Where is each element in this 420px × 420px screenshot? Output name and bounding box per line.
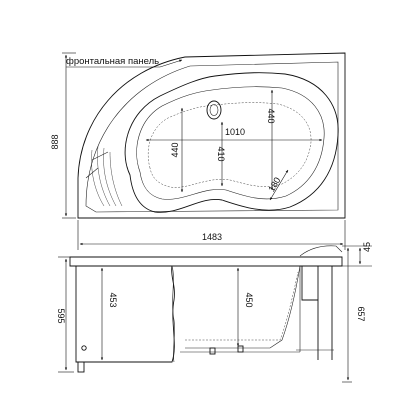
dim-label-440-right: 440 [266, 108, 276, 123]
dim-label-657: 657 [356, 306, 366, 321]
dim-label-1010: 1010 [225, 127, 245, 137]
basin-profile [172, 265, 301, 349]
front-panel-outline [75, 265, 175, 363]
basin-floor [147, 102, 312, 188]
dim-label-1483: 1483 [202, 232, 222, 242]
basin-outer-contour [124, 72, 339, 213]
side-texture [91, 145, 123, 207]
dim-label-180: 180 [266, 175, 282, 193]
top-view-rim [85, 61, 339, 213]
basin-inner-contour [136, 86, 325, 200]
front-panel-leader [66, 59, 183, 68]
dim-label-888: 888 [50, 134, 60, 149]
drain-icon [206, 100, 222, 120]
side-view: 45 657 595 453 450 [56, 242, 372, 383]
top-view: фронтальная панель 888 1483 1010 440 410… [50, 52, 346, 250]
basin-bottom [185, 271, 299, 341]
siphon-icon [77, 345, 87, 373]
support-foot-right [237, 345, 244, 353]
support-frame [301, 266, 333, 360]
dim-label-440-left: 440 [170, 142, 180, 157]
dim-label-410: 410 [216, 146, 226, 161]
dim-line-180 [269, 169, 289, 201]
support-foot-left [209, 347, 216, 355]
dim-label-450: 450 [244, 292, 254, 307]
dim-label-45: 45 [362, 242, 372, 252]
top-view-outline [77, 52, 346, 219]
corner-chamfer [85, 151, 109, 179]
dim-label-453: 453 [108, 292, 118, 307]
front-panel-label: фронтальная панель [66, 56, 159, 67]
dim-label-595: 595 [56, 308, 66, 323]
side-view-rim [69, 256, 343, 267]
